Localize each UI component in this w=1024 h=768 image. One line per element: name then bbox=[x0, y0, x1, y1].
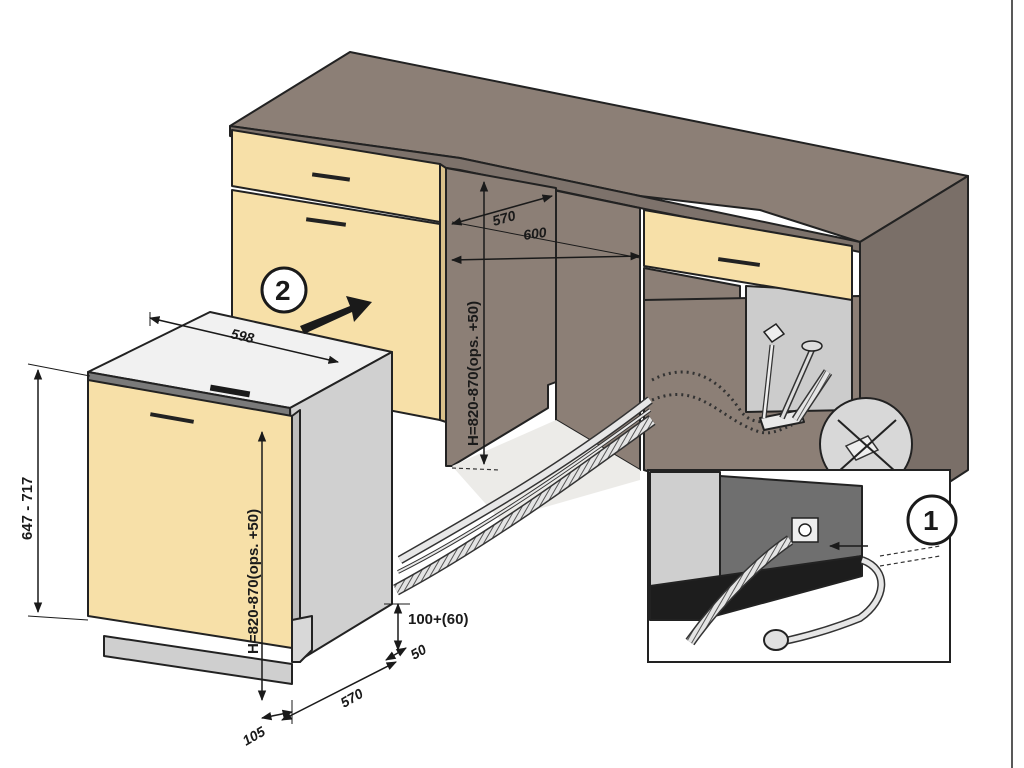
dim-line-600 bbox=[450, 252, 642, 264]
inset-inlet-hose-inner bbox=[779, 557, 884, 645]
drain-pipe-head bbox=[801, 340, 823, 352]
left-drawer-top-handle bbox=[311, 172, 351, 182]
inset-valve-port bbox=[798, 523, 812, 537]
step-2-marker: 2 bbox=[260, 266, 372, 334]
inset-appliance-body bbox=[649, 471, 721, 587]
dim-label-h-front: H=820-870(ops. +50) bbox=[245, 509, 262, 654]
inlet-hose-corrugated-fill bbox=[393, 416, 655, 594]
drain-hose-top-inner bbox=[398, 397, 652, 563]
dishwasher-display bbox=[209, 384, 251, 398]
dim-line-105 bbox=[260, 709, 294, 721]
step-2-circle bbox=[260, 266, 308, 314]
dim-line-570-bottom bbox=[281, 661, 397, 721]
hoses bbox=[393, 370, 793, 596]
dimensions: 598 647 - 717 H=820-870(ops. +50) H=820-… bbox=[19, 180, 642, 749]
dishwasher-foot-bracket bbox=[291, 615, 313, 663]
dim-line-570-top bbox=[450, 194, 554, 226]
plug-icon bbox=[762, 322, 786, 344]
right-drawer bbox=[643, 209, 853, 301]
inset-drain-hose-fill bbox=[686, 536, 793, 645]
dim-label-plinth-height: 100+(60) bbox=[408, 611, 468, 628]
step-1-label: 1 bbox=[923, 505, 939, 536]
inset-hose-nut bbox=[763, 629, 789, 651]
dim-label-570-top: 570 bbox=[490, 207, 517, 229]
niche-floor-dashed bbox=[451, 467, 501, 471]
corrugated-pipe-fill bbox=[793, 370, 831, 422]
connection-detail-inset bbox=[647, 469, 951, 663]
step-1-marker: 1 bbox=[906, 494, 958, 546]
service-opening bbox=[745, 285, 853, 413]
dim-label-h-side: H=820-870(ops. +50) bbox=[465, 301, 482, 446]
dishwasher-handle bbox=[149, 412, 195, 424]
drain-pipe-inner bbox=[780, 349, 814, 419]
power-cable-inner bbox=[397, 409, 651, 573]
warning-cross-2 bbox=[837, 419, 897, 473]
left-drawer-side bbox=[439, 163, 447, 423]
service-connections bbox=[759, 322, 833, 431]
left-drawer-bottom-handle bbox=[305, 217, 347, 227]
dim-ext-647-bottom bbox=[27, 615, 89, 621]
dishwasher bbox=[87, 311, 393, 685]
inset-base bbox=[649, 555, 863, 621]
dim-label-105: 105 bbox=[240, 723, 268, 749]
plug-cable-inner bbox=[762, 344, 774, 419]
dim-label-647-717: 647 - 717 bbox=[19, 477, 36, 540]
step-2-arrow bbox=[300, 296, 372, 334]
dim-label-598: 598 bbox=[229, 325, 256, 346]
inset-valve bbox=[791, 517, 819, 543]
dim-label-50: 50 bbox=[408, 641, 430, 663]
step-2-label: 2 bbox=[275, 275, 291, 306]
step-1-circle bbox=[906, 494, 958, 546]
dim-label-600: 600 bbox=[522, 224, 548, 243]
niche-left-panel bbox=[445, 167, 557, 467]
right-drawer-handle bbox=[717, 257, 761, 267]
inset-dashed bbox=[879, 545, 941, 557]
dim-line-598 bbox=[148, 316, 340, 364]
dim-line-50 bbox=[385, 647, 407, 661]
dim-ext-647-top bbox=[27, 363, 91, 377]
inset-dashed-2 bbox=[879, 555, 941, 567]
dim-line-600-diag bbox=[451, 221, 641, 259]
